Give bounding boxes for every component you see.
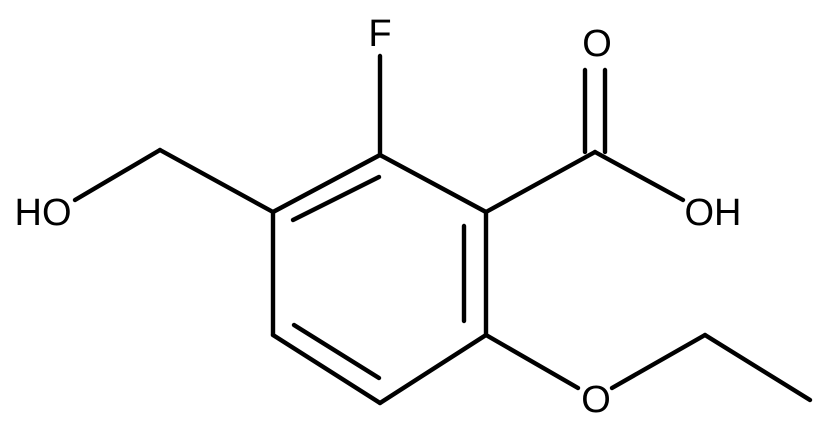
ring-inner-bond-c4-c5 [291,322,382,381]
hydroxymethyl-oxygen-label: HO [15,192,72,234]
bond-c2-carboxyl-carbon [483,149,598,215]
bond-c3-ether-oxygen [483,332,581,391]
bond-c6-ch2 [157,147,276,215]
ring-bond-c3-c4 [377,332,489,406]
bond-carboxyl-carbon-hydroxyl [592,149,686,203]
ring-bond-c1-c2 [377,152,489,215]
ring-inner-bond-c6-c1 [290,174,382,223]
fluorine-label: F [368,13,391,55]
ring-bond-c6-c1 [270,152,383,215]
bond-ether-oxygen-ch2 [609,332,708,391]
carbonyl-oxygen-label: O [582,23,612,65]
ether-oxygen-label: O [581,379,611,421]
ring-bond-c4-c5 [270,332,383,406]
bond-ch2-hydroxyl-oxygen [72,147,163,203]
bond-ch2-ch3 [702,332,813,403]
acid-hydroxyl-label: OH [685,192,742,234]
